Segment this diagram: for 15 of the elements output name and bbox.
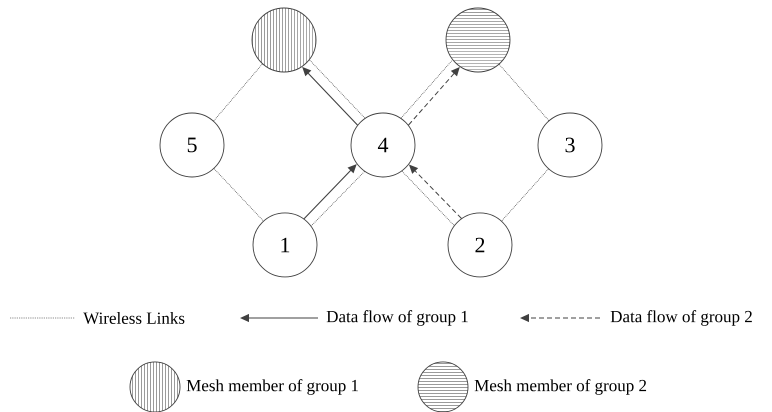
- link-line: [309, 60, 366, 118]
- hatched-circle: [252, 8, 316, 72]
- link-line: [310, 171, 365, 226]
- link-line: [402, 170, 454, 226]
- link-line: [213, 64, 263, 122]
- legend-label: Data flow of group 2: [610, 310, 752, 326]
- legend-label: Data flow of group 1: [326, 310, 468, 326]
- link-line: [501, 168, 549, 222]
- link-line: [214, 168, 264, 222]
- link-line: [400, 60, 453, 118]
- legend-label: Mesh member of group 2: [474, 379, 646, 395]
- legend-label: Wireless Links: [83, 312, 184, 324]
- hatched-circle: [446, 8, 510, 72]
- link-line: [498, 64, 550, 121]
- legend-label: Mesh member of group 1: [186, 379, 358, 395]
